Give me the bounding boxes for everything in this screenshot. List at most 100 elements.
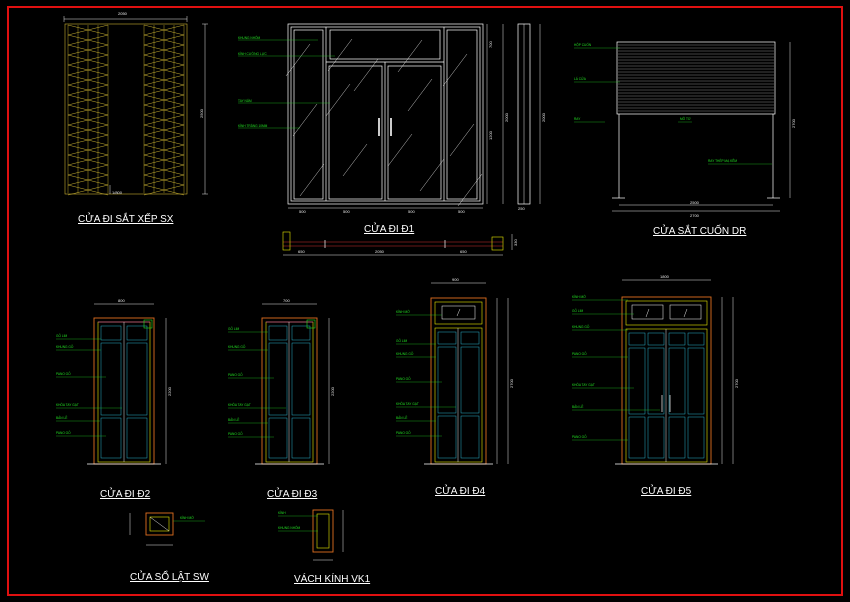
d1-plan-b: 2050 xyxy=(375,249,385,254)
sx-width-dim: 2050 xyxy=(118,11,128,16)
drawing-line xyxy=(442,53,468,87)
d3-label-1: GỖ LIM xyxy=(228,326,240,331)
door-sx: 2050 1/800 2500 CỬA ĐI SẮT XẾP SX xyxy=(63,11,208,225)
d5-label-3: KHUNG GỖ xyxy=(572,324,590,329)
d4-label-6: BẢN LỀ xyxy=(396,415,407,420)
title-d3: CỬA ĐI Đ3 xyxy=(267,487,318,500)
title-d2: CỬA ĐI Đ2 xyxy=(100,487,151,500)
drawing-line xyxy=(419,158,445,192)
d5-label-4: PANO GỖ xyxy=(572,351,587,356)
d5-label-5: KHÓA TAY GẠT xyxy=(572,382,595,387)
drawing-line xyxy=(407,78,433,112)
drawing-line xyxy=(342,143,368,177)
drawing-line xyxy=(327,38,353,72)
d2-height-dim: 2200 xyxy=(167,386,172,396)
d5-label-6: BẢN LỀ xyxy=(572,404,583,409)
drawing-line xyxy=(325,83,351,117)
d4-label-7: PANO GỖ xyxy=(396,430,411,435)
drawing-line xyxy=(397,39,423,73)
dr-width2: 2700 xyxy=(690,213,700,218)
dr-label-2: LÁ CỬA xyxy=(574,76,587,81)
d4-label-3: KHUNG GỖ xyxy=(396,351,414,356)
d2-label-1: GỖ LIM xyxy=(56,333,68,338)
partition-vk1: KÍNH KHUNG NHÔM VÁCH KÍNH VK1 xyxy=(278,509,371,585)
d2-label-6: PANO GỖ xyxy=(56,430,71,435)
door-dr: 2700 2500 2700 HỘP CUỐN LÁ CỬA RAY MÔ TƠ… xyxy=(574,41,796,237)
d2-width-dim: 800 xyxy=(118,298,125,303)
title-sw: CỬA SỔ LẬT SW xyxy=(130,570,209,583)
d3-label-3: PANO GỖ xyxy=(228,372,243,377)
drawing-line xyxy=(285,43,311,77)
dr-roller-slats xyxy=(618,44,774,112)
sx-height-dim: 2500 xyxy=(199,108,204,118)
dr-label-1: HỘP CUỐN xyxy=(574,42,592,47)
title-vk1: VÁCH KÍNH VK1 xyxy=(294,572,371,585)
d1-plan-h: 330 xyxy=(513,239,518,246)
d1-label-3: TAY NẮM xyxy=(238,98,252,103)
drawing-line xyxy=(449,123,475,157)
dr-width1: 2500 xyxy=(690,200,700,205)
d1-dim-b1: 500 xyxy=(299,209,306,214)
d5-height-dim: 2700 xyxy=(734,378,739,388)
d3-width-dim: 700 xyxy=(283,298,290,303)
title-dr: CỬA SẮT CUỐN DR xyxy=(653,223,746,237)
d3-label-6: PANO GỖ xyxy=(228,431,243,436)
d4-label-1: KÍNH MỜ xyxy=(396,309,410,314)
d2-label-5: BẢN LỀ xyxy=(56,415,67,420)
title-d4: CỬA ĐI Đ4 xyxy=(435,484,486,497)
d4-width-dim: 900 xyxy=(452,277,459,282)
d1-label-4: KÍNH TRẮNG 10MM xyxy=(238,123,268,128)
d5-label-2: GỖ LIM xyxy=(572,308,584,313)
d4-label-5: KHÓA TAY GẠT xyxy=(396,401,419,406)
drawing-line xyxy=(353,58,379,92)
title-d5: CỬA ĐI Đ5 xyxy=(641,484,692,497)
title-d1: CỬA ĐI Đ1 xyxy=(364,222,415,235)
vk1-label-1: KÍNH xyxy=(278,511,286,515)
dr-label-4: MÔ TƠ xyxy=(680,116,691,121)
d1-dim-b2: 500 xyxy=(343,209,350,214)
d5-label-1: KÍNH MỜ xyxy=(572,294,586,299)
dr-height-dim: 2700 xyxy=(791,118,796,128)
d1-dim-b4: 500 xyxy=(458,209,465,214)
drawing-line xyxy=(292,103,318,137)
d1-side-dim: 2000 xyxy=(541,112,546,122)
sw-label-1: KÍNH MỜ xyxy=(180,515,194,520)
d2-label-4: KHÓA TAY GẠT xyxy=(56,402,79,407)
sx-lattice-left xyxy=(67,24,109,196)
d1-plan-c: 650 xyxy=(460,249,467,254)
d3-height-dim: 2200 xyxy=(330,386,335,396)
d4-label-4: PANO GỖ xyxy=(396,376,411,381)
d5-label-7: PANO GỖ xyxy=(572,434,587,439)
d1-dim-mid: 2000 xyxy=(504,112,509,122)
d2-label-3: PANO GỖ xyxy=(56,371,71,376)
door-d2: 800 2200 GỖ LIM KHUNG GỖ PANO GỖ KHÓA TA… xyxy=(56,298,172,500)
sx-small-dim: 1/800 xyxy=(112,190,123,195)
title-sx: CỬA ĐI SẮT XẾP SX xyxy=(78,212,174,225)
drawing-line xyxy=(299,163,325,197)
d3-label-4: KHÓA TAY GẠT xyxy=(228,402,251,407)
dr-label-3: RAY xyxy=(574,117,581,121)
d1-side-width: 250 xyxy=(518,206,525,211)
d4-label-2: GỖ LIM xyxy=(396,338,408,343)
door-d1: 700 2000 1200 2000 250 500 500 500 500 K… xyxy=(238,23,546,256)
d4-height-dim: 2700 xyxy=(509,378,514,388)
d1-glass-hatch xyxy=(285,38,483,207)
d3-label-2: KHUNG GỖ xyxy=(228,344,246,349)
d1-label-2: KÍNH CƯỜNG LỰC xyxy=(238,51,267,56)
d3-label-5: BẢN LỀ xyxy=(228,417,239,422)
dr-label-5: RAY THÉP MẠ KẼM xyxy=(708,158,737,163)
d1-label-1: KHUNG NHÔM xyxy=(238,35,260,40)
d1-dim-b3: 500 xyxy=(408,209,415,214)
drawing-line xyxy=(387,133,413,167)
d1-dim-top: 700 xyxy=(488,41,493,48)
d1-dim-low: 1200 xyxy=(488,130,493,140)
sx-lattice-right xyxy=(143,24,185,196)
vk1-label-2: KHUNG NHÔM xyxy=(278,525,300,530)
d1-plan-a: 650 xyxy=(298,249,305,254)
door-d5: 1800 2700 xyxy=(572,274,739,497)
sheet-border xyxy=(7,6,843,596)
door-d3: 700 2200 GỖ LIM KHUNG GỖ PANO GỖ KHÓA TA… xyxy=(228,298,335,500)
d2-label-2: KHUNG GỖ xyxy=(56,344,74,349)
drawing-line xyxy=(457,173,483,207)
